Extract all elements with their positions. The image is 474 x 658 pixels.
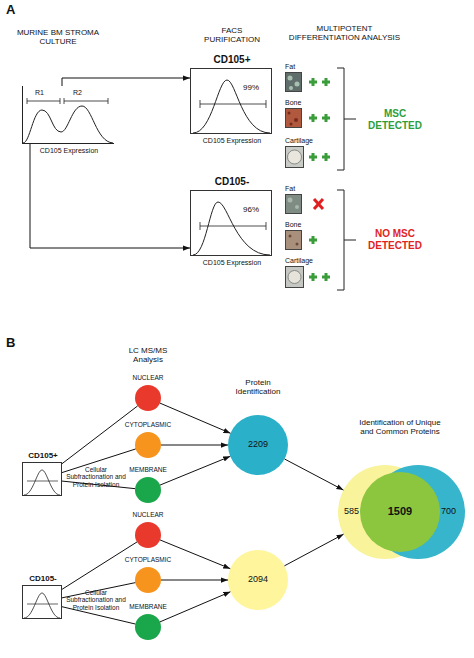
- fraction-label: MEMBRANE: [108, 466, 188, 473]
- fraction-label: CYTOPLASMIC: [108, 421, 188, 428]
- panel-letter: B: [6, 336, 22, 351]
- axis-label: CD105 Expression: [187, 259, 277, 267]
- stain-image: Fat: [285, 72, 302, 92]
- stain-label: Bone: [285, 99, 327, 107]
- fraction-circle: NUCLEAR: [135, 522, 161, 548]
- circle-outline: [135, 477, 161, 503]
- percent-value: 96%: [243, 205, 271, 214]
- circle-outline: [135, 432, 161, 458]
- connector-line: [62, 449, 136, 473]
- circle-fill: [228, 415, 288, 475]
- fraction-circle: CYTOPLASMIC: [135, 432, 161, 458]
- gate-bar: [27, 98, 108, 104]
- circle-outline: [135, 567, 161, 593]
- connector-line: [62, 607, 135, 624]
- circle-fill: [360, 472, 440, 552]
- circle-outline: [135, 385, 161, 411]
- circle-fill: [135, 477, 161, 503]
- connector-arrow: [161, 580, 228, 581]
- histogram-box: CD105-: [22, 585, 62, 619]
- venn-overlap: 1509: [360, 472, 440, 552]
- cross-symbol: [314, 199, 323, 209]
- connector-arrow: [161, 445, 228, 446]
- stain-image: Bone: [285, 108, 302, 128]
- stain-image: Fat: [285, 194, 302, 214]
- stain-label: Fat: [285, 63, 327, 71]
- step-header: LC MS/MS Analysis: [118, 346, 178, 364]
- fraction-label: NUCLEAR: [108, 511, 188, 518]
- circle-fill: [135, 567, 161, 593]
- gate-label: R2: [73, 89, 89, 97]
- stain-label: Cartilage: [285, 257, 327, 265]
- population-label: CD105+: [187, 54, 277, 66]
- circle-fill: [228, 550, 288, 610]
- fraction-circle: CYTOPLASMIC: [135, 567, 161, 593]
- fraction-label: MEMBRANE: [108, 603, 188, 610]
- bracket: [337, 190, 356, 290]
- histogram-plot: R1R2CD105 Expression: [22, 86, 114, 144]
- connector-arrow: [285, 459, 344, 490]
- method-note: Cellular Subfractionation and Protein Is…: [64, 589, 128, 611]
- protein-count-circle: 2209: [228, 415, 288, 475]
- circle-outline: [135, 614, 161, 640]
- connector-line: [62, 542, 137, 589]
- connector-line: [62, 583, 135, 598]
- stain-image: Bone: [285, 230, 302, 250]
- population-label: CD105-: [187, 176, 277, 188]
- axis-label: CD105 Expression: [187, 137, 277, 145]
- connector-arrow: [284, 534, 343, 566]
- step-header: Identification of Unique and Common Prot…: [352, 418, 448, 436]
- connector-arrow: [62, 78, 190, 86]
- connector-line: [62, 481, 135, 489]
- connector-arrow: [160, 540, 230, 569]
- histogram-box: CD105+: [22, 462, 62, 496]
- connector-arrow: [160, 456, 230, 485]
- panel-letter: A: [6, 3, 22, 18]
- histogram-curve: [23, 106, 113, 143]
- column-header: MULTIPOTENT DIFFERENTIATION ANALYSIS: [282, 24, 407, 42]
- column-header: MURINE BM STROMA CULTURE: [12, 28, 104, 46]
- fraction-label: NUCLEAR: [108, 374, 188, 381]
- step-header: Protein Identification: [225, 378, 291, 396]
- column-header: FACS PURIFICATION: [196, 26, 268, 44]
- plus-symbol: [309, 78, 330, 281]
- result-label: MSC DETECTED: [360, 108, 430, 131]
- circle-fill: [135, 385, 161, 411]
- count-value: 2094: [228, 574, 288, 584]
- stain-label: Fat: [285, 185, 327, 193]
- circle-fill: [135, 432, 161, 458]
- fraction-label: CYTOPLASMIC: [108, 556, 188, 563]
- connector-arrow: [160, 403, 230, 433]
- stain-label: Cartilage: [285, 137, 327, 145]
- count-value: 1509: [360, 505, 440, 518]
- stain-image: Cartilage: [285, 266, 304, 288]
- connector-arrow: [30, 144, 190, 248]
- fraction-circle: MEMBRANE: [135, 614, 161, 640]
- percent-value: 99%: [243, 83, 271, 92]
- count-value: 2209: [228, 439, 288, 449]
- circle-fill: [135, 614, 161, 640]
- protein-count-circle: 2094: [228, 550, 288, 610]
- stain-image: Cartilage: [285, 146, 304, 168]
- circle-outline: [135, 522, 161, 548]
- connector-arrow: [160, 592, 230, 622]
- population-label: CD105+: [17, 451, 69, 460]
- axis-label: CD105 Expression: [17, 147, 121, 155]
- bracket: [337, 68, 356, 170]
- histogram-box: CD105+99%CD105 Expression: [190, 68, 272, 134]
- gate-label: R1: [35, 89, 51, 97]
- result-label: NO MSC DETECTED: [360, 228, 430, 251]
- method-note: Cellular Subfractionation and Protein Is…: [64, 466, 128, 488]
- fraction-circle: MEMBRANE: [135, 477, 161, 503]
- population-label: CD105-: [17, 574, 69, 583]
- connector-line: [62, 406, 138, 464]
- histogram-box: CD105-96%CD105 Expression: [190, 190, 272, 256]
- count-value: 700: [441, 506, 467, 516]
- stain-label: Bone: [285, 221, 327, 229]
- fraction-circle: NUCLEAR: [135, 385, 161, 411]
- circle-fill: [135, 522, 161, 548]
